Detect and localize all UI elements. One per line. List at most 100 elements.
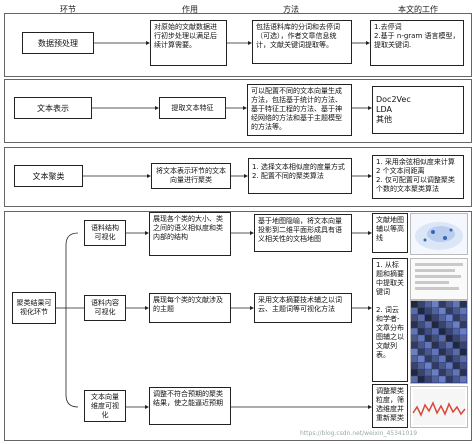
heatmap-cell <box>446 314 453 321</box>
heatmap-cell <box>425 321 432 328</box>
heatmap-cell <box>411 376 418 383</box>
heatmap-cell <box>425 301 432 308</box>
heatmap-cell <box>432 376 439 383</box>
heatmap-cell <box>411 314 418 321</box>
heatmap-cell <box>460 355 467 362</box>
heatmap-cell <box>453 369 460 376</box>
heatmap-cell <box>432 328 439 335</box>
work-dimension: 调整聚类粒度，筛选维度并重新聚类 <box>372 384 408 428</box>
heatmap-cell <box>418 362 425 369</box>
heatmap-cell <box>418 348 425 356</box>
method-content: 采用文本摘要技术辅之以词云、主题词等可视化方法 <box>254 293 352 323</box>
header-method: 方法 <box>283 5 299 14</box>
method-cluster: 1. 选择文本相似度的度量方式 2. 配置不同的聚类算法 <box>248 158 352 194</box>
heatmap-cell <box>425 307 432 315</box>
heatmap-cell <box>411 321 418 328</box>
heatmap-cell <box>446 376 453 383</box>
heatmap-cell <box>432 355 439 362</box>
heatmap-cell <box>418 307 425 315</box>
heatmap-cell <box>418 369 425 376</box>
heatmap-cell <box>460 307 467 315</box>
heatmap-cell <box>418 355 425 362</box>
heatmap-cell <box>425 348 432 356</box>
heatmap-cell <box>425 362 432 369</box>
heatmap-cell <box>446 301 453 308</box>
work-preprocess: 1.去停词 2.基于 n-gram 语言模型，提取关键词. <box>370 20 464 66</box>
heatmap-cell <box>453 355 460 362</box>
heatmap-cell <box>439 321 446 328</box>
method-represent: 可以配置不同的文本向量生成方法，包括基于统计的方法、基于特征工程的方法、基于神经… <box>247 84 352 136</box>
heatmap-cell <box>432 321 439 328</box>
sub-structure: 语料结构可视化 <box>84 220 126 246</box>
heatmap-cell <box>425 328 432 335</box>
stage-visual: 聚类结果可视化环节 <box>12 292 56 324</box>
header-work: 本文的工作 <box>398 5 438 14</box>
stage-represent: 文本表示 <box>14 97 92 119</box>
work-cluster: 1. 采用余弦相似度来计算 2 个文本间距离 2. 仅可配置可以调整聚类个数的文… <box>372 155 464 199</box>
heatmap-cell <box>439 335 446 342</box>
heatmap-cell <box>446 335 453 342</box>
heatmap-cell <box>418 328 425 335</box>
work-content: 1. 从标题和摘要中提取关键词 2. 词云和学者-文章分布图辅之以文献列表。 <box>372 258 408 382</box>
heatmap-cell <box>453 348 460 356</box>
heatmap-cell <box>418 321 425 328</box>
dimension-line-chart-image <box>410 386 468 428</box>
work-item: 其他 <box>376 115 392 124</box>
heatmap-cell <box>418 342 425 349</box>
heatmap-cell <box>439 369 446 376</box>
heatmap-cell <box>418 314 425 321</box>
heatmap-cell <box>439 328 446 335</box>
stage-preprocess: 数据预处理 <box>22 32 94 54</box>
heatmap-cell <box>460 335 467 342</box>
heatmap-cell <box>432 307 439 315</box>
heatmap-cell <box>411 342 418 349</box>
heatmap-cell <box>425 355 432 362</box>
heatmap-cell <box>418 335 425 342</box>
heatmap-cell <box>432 362 439 369</box>
sub-content: 语料内容可视化 <box>84 295 126 321</box>
heatmap-cell <box>460 369 467 376</box>
wordcloud-image <box>410 258 468 300</box>
heatmap-cell <box>418 301 425 308</box>
heatmap-cell <box>432 314 439 321</box>
document-map-image <box>410 213 468 255</box>
heatmap-cell <box>453 362 460 369</box>
role-dimension: 调整不符合预期的聚类结果，使之能逼近预期 <box>149 387 231 425</box>
heatmap-cell <box>439 355 446 362</box>
heatmap-cell <box>446 321 453 328</box>
heatmap-cell <box>460 376 467 383</box>
heatmap-cell <box>411 355 418 362</box>
heatmap-cell <box>446 355 453 362</box>
heatmap-cell <box>432 301 439 308</box>
heatmap-cell <box>425 335 432 342</box>
heatmap-cell <box>460 314 467 321</box>
heatmap-cell <box>411 348 418 356</box>
heatmap-cell <box>446 362 453 369</box>
heatmap-cell <box>460 301 467 308</box>
heatmap-cell <box>425 369 432 376</box>
heatmap-cell <box>439 348 446 356</box>
heatmap-cell <box>411 307 418 315</box>
header-role: 作用 <box>182 5 198 14</box>
heatmap-cell <box>446 369 453 376</box>
heatmap-cell <box>446 348 453 356</box>
heatmap-cell <box>439 376 446 383</box>
heatmap-cell <box>411 362 418 369</box>
method-preprocess: 包括语料库的分词和去停词（可选），作者文章信息统计，文献关键词提取等。 <box>252 20 352 64</box>
heatmap-cell <box>453 328 460 335</box>
heatmap-cell <box>432 335 439 342</box>
header-stage: 环节 <box>60 5 76 14</box>
work-item: LDA <box>376 105 392 114</box>
heatmap-cell <box>425 376 432 383</box>
heatmap-cell <box>411 335 418 342</box>
heatmap-cell <box>446 307 453 315</box>
heatmap-cell <box>453 335 460 342</box>
heatmap-cell <box>460 348 467 356</box>
work-item: Doc2Vec <box>376 95 411 104</box>
heatmap-cell <box>439 301 446 308</box>
heatmap-cell <box>425 342 432 349</box>
role-content: 展现每个类的文献涉及的主题 <box>149 293 231 323</box>
sub-dimension: 文本向量维度可视化 <box>84 390 126 422</box>
heatmap-cell <box>411 301 418 308</box>
